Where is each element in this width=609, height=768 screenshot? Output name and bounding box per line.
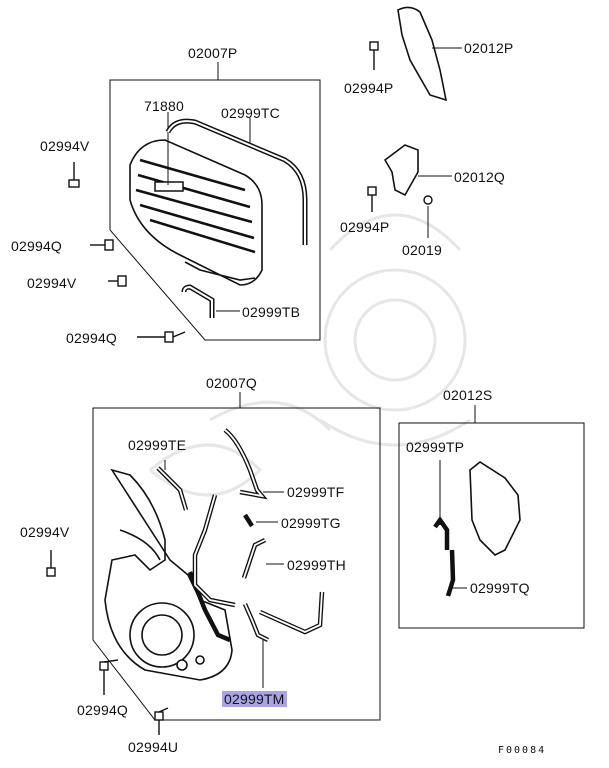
bolt-02994v-b: [108, 275, 127, 287]
label-02999tp[interactable]: 02999TP: [406, 439, 465, 455]
frame-02007p: [109, 79, 321, 341]
label-02994p-a[interactable]: 02994P: [344, 80, 394, 96]
label-02999tc[interactable]: 02999TC: [221, 105, 280, 121]
label-02994v-b[interactable]: 02994V: [27, 275, 77, 291]
label-02019[interactable]: 02019: [402, 242, 442, 258]
washer-02019: [423, 195, 433, 205]
lower-timing-cover: [104, 468, 233, 681]
bolt-02994v-a: [68, 162, 80, 188]
label-02994u[interactable]: 02994U: [128, 739, 179, 755]
label-02999th[interactable]: 02999TH: [287, 557, 346, 573]
bolt-02994q-b: [137, 331, 186, 343]
frame-02012s: [398, 422, 585, 629]
label-02994v-a[interactable]: 02994V: [40, 138, 90, 154]
label-02012p[interactable]: 02012P: [464, 40, 514, 56]
label-02994q-c[interactable]: 02994Q: [77, 702, 129, 718]
label-02999tm-selected[interactable]: 02999TM: [222, 691, 287, 707]
bracket-02012q: [383, 144, 419, 197]
bolt-02994p-a: [369, 41, 379, 70]
bolt-02994q-c: [99, 659, 119, 695]
bracket-02012p: [397, 6, 448, 102]
label-02994q-b[interactable]: 02994Q: [66, 330, 118, 346]
bolt-02994p-b: [367, 186, 377, 212]
frame-02007q: [92, 407, 381, 721]
label-71880[interactable]: 71880: [144, 98, 184, 114]
label-02999te[interactable]: 02999TE: [128, 437, 187, 453]
upper-timing-cover: [129, 139, 263, 286]
cover-plate-02012s: [469, 461, 521, 556]
label-02994v-c[interactable]: 02994V: [20, 524, 70, 540]
label-02999tb[interactable]: 02999TB: [242, 304, 301, 320]
label-02999tf[interactable]: 02999TF: [287, 484, 345, 500]
label-02012q[interactable]: 02012Q: [454, 169, 506, 185]
label-02994p-b[interactable]: 02994P: [340, 219, 390, 235]
figure-reference: F00084: [498, 745, 547, 756]
label-02007q[interactable]: 02007Q: [206, 375, 258, 391]
seals-02012s: [433, 516, 456, 597]
label-02012s[interactable]: 02012S: [443, 387, 493, 403]
label-02007p[interactable]: 02007P: [188, 45, 238, 61]
watermark-emblem: [149, 213, 471, 497]
label-02999tg[interactable]: 02999TG: [281, 515, 341, 531]
bolt-02994u: [154, 707, 169, 735]
bolt-group-upper: [68, 162, 186, 343]
bolt-02994v-c: [46, 550, 56, 577]
label-02994q-a[interactable]: 02994Q: [11, 238, 63, 254]
label-02999tq[interactable]: 02999TQ: [470, 580, 530, 596]
